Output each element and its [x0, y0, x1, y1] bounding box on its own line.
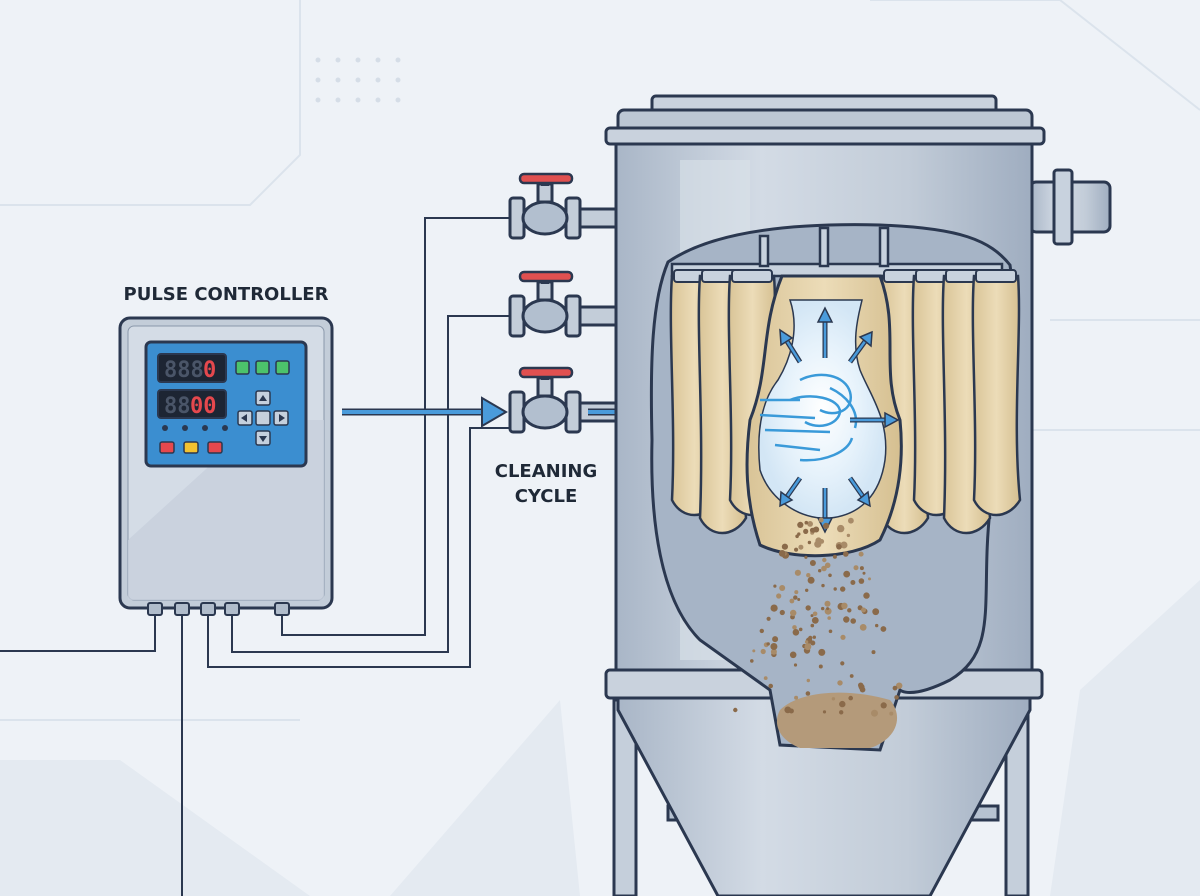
air-swirl-icon	[759, 373, 858, 462]
dust-collector	[604, 94, 1112, 896]
red-button-2[interactable]	[207, 441, 223, 454]
solenoid-valve-icon	[508, 172, 620, 240]
valve-handle[interactable]	[518, 172, 574, 185]
indicator-dot	[202, 425, 208, 431]
dpad-arrows-icon	[241, 395, 285, 442]
green-button-3[interactable]	[275, 360, 290, 375]
cleaning-cycle-label-line2: CYCLE	[515, 486, 578, 507]
display-bottom	[157, 389, 227, 419]
red-button[interactable]	[159, 441, 175, 454]
filter-bag	[971, 274, 1022, 517]
display-bottom-active: 00	[190, 394, 217, 419]
indicator-dot	[162, 425, 168, 431]
falling-dust	[733, 517, 903, 717]
pulse-controller: 888 0 88 00	[118, 316, 334, 616]
filter-bags	[669, 269, 1022, 535]
display-bottom-digits: 88	[164, 394, 191, 419]
background-shapes	[0, 580, 1200, 896]
cleaning-cycle-label-line1: CLEANING	[495, 461, 598, 482]
control-wiring	[0, 217, 510, 896]
dust-pile	[776, 692, 898, 748]
cable-glands	[147, 602, 290, 616]
indicator-dot	[222, 425, 228, 431]
display-top-digits: 888	[164, 358, 204, 383]
display-top	[157, 353, 227, 383]
solenoid-valve-icon	[508, 270, 620, 338]
valve-handle[interactable]	[518, 270, 574, 283]
yellow-button[interactable]	[183, 441, 199, 454]
pulse-controller-label: PULSE CONTROLLER	[124, 284, 329, 305]
center-button[interactable]	[255, 410, 271, 426]
display-top-active: 0	[203, 358, 216, 383]
dot-grid	[315, 57, 401, 103]
green-button-2[interactable]	[255, 360, 270, 375]
solenoid-valve-icon	[508, 366, 620, 434]
background-lines	[0, 0, 1200, 721]
signal-arrow-icon	[342, 396, 508, 428]
indicator-dot	[182, 425, 188, 431]
green-button-1[interactable]	[235, 360, 250, 375]
valve-handle[interactable]	[518, 366, 574, 379]
